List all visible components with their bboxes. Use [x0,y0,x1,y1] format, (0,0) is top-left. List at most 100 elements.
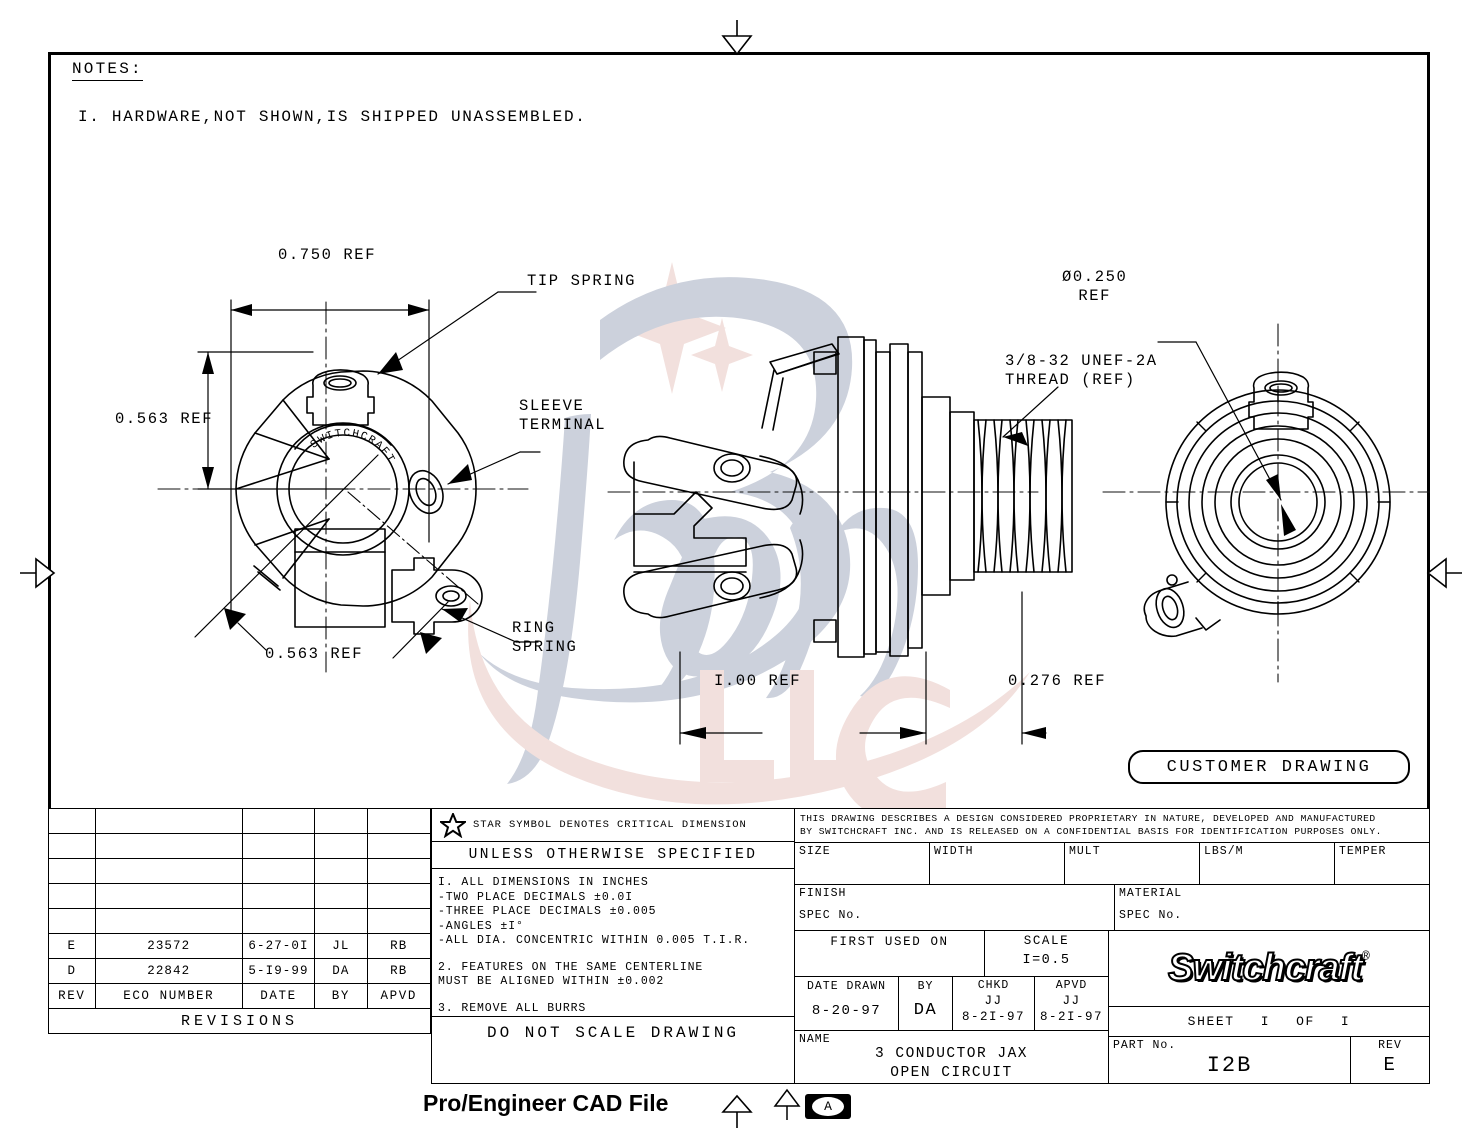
rev-cell-title: REV E [1351,1037,1429,1083]
apvd-cell: APVD JJ 8-2I-97 [1035,977,1109,1031]
notes-heading: NOTES: [72,60,143,81]
leader-tip-spring [377,291,537,375]
date-drawn-value: 8-20-97 [811,1003,882,1019]
mult-cell: MULT [1065,843,1200,885]
callout-tip-spring: TIP SPRING [527,272,637,290]
body-brand-text: SWITCHCRAFT [309,428,397,466]
note-1: I. HARDWARE,NOT SHOWN,IS SHIPPED UNASSEM… [78,108,587,126]
table-row [48,858,431,884]
table-row [48,908,431,934]
brand-registered-icon: ® [1362,949,1370,964]
dim-label-bore-dia: Ø0.250 REF [1062,268,1128,305]
chkd-cell: CHKD JJ 8-2I-97 [953,977,1035,1031]
finish-spec-label: SPEC No. [799,909,863,922]
revisions-table: E 23572 6-27-0I JL RB D 22842 5-I9-99 DA… [48,808,431,1034]
rev-label: REV [1378,1039,1402,1052]
brand-logo-cell: Switchcraft ® [1109,931,1429,1007]
cad-file-label: Pro/Engineer CAD File [423,1090,669,1116]
col-header-apvd: APVD [366,983,431,1009]
tolerance-line: -ALL DIA. CONCENTRIC WITHIN 0.005 T.I.R. [438,934,751,947]
dim-label-length: I.00 REF [714,672,802,690]
name-label: NAME [799,1033,831,1046]
title-block-right: THIS DRAWING DESCRIBES A DESIGN CONSIDER… [794,808,1430,1084]
finish-cell: FINISH SPEC No. [795,885,1115,931]
table-row [48,883,431,909]
scale-cell: SCALE I=0.5 [985,931,1109,977]
dim-0563-v [197,351,349,490]
title-block: E 23572 6-27-0I JL RB D 22842 5-I9-99 DA… [48,808,1430,1084]
tolerance-line: -ANGLES ±I° [438,919,524,933]
tolerance-block: STAR SYMBOL DENOTES CRITICAL DIMENSION U… [431,808,794,1084]
apvd-cell: RB [366,933,431,959]
finish-label: FINISH [799,887,847,900]
zone-indicator: A [805,1094,851,1119]
view-end-circular [1102,323,1430,683]
eco-cell: 22842 [94,958,243,984]
revisions-title: REVISIONS [48,1008,431,1034]
temper-label: TEMPER [1339,845,1387,858]
tolerance-line: -TWO PLACE DECIMALS ±0.0I [438,890,634,904]
dim-0563-diag [194,454,449,659]
tolerance-line: MUST BE ALIGNED WITHIN ±0.002 [438,975,665,988]
sheet-cell: SHEET I OF I [1109,1007,1429,1037]
dim-label-0563-diagonal: 0.563 REF [265,645,364,663]
do-not-scale-drawing: DO NOT SCALE DRAWING [432,1016,794,1049]
apvd-value: JJ 8-2I-97 [1039,994,1103,1024]
date-drawn-label: DATE DRAWN [806,980,886,993]
rev-cell: D [48,958,96,984]
date-cell: 6-27-0I [241,933,316,959]
svg-text:SWITCHCRAFT: SWITCHCRAFT [309,428,397,466]
proprietary-note-text: THIS DRAWING DESCRIBES A DESIGN CONSIDER… [800,813,1382,837]
name-value: 3 CONDUCTOR JAX OPEN CIRCUIT [874,1046,1029,1081]
tolerance-line: -THREE PLACE DECIMALS ±0.005 [438,905,657,918]
leader-bore-dia [1157,341,1296,536]
revisions-header-row: REV ECO NUMBER DATE BY APVD [48,983,431,1009]
proprietary-note-cell: THIS DRAWING DESCRIBES A DESIGN CONSIDER… [795,809,1429,843]
unless-otherwise-specified-heading: UNLESS OTHERWISE SPECIFIED [432,842,794,869]
brand-logo: Switchcraft [1167,946,1364,990]
material-spec-label: SPEC No. [1119,909,1183,922]
col-header-date: DATE [241,983,316,1009]
width-cell: WIDTH [930,843,1065,885]
temper-cell: TEMPER [1335,843,1429,885]
dim-label-thread-length: 0.276 REF [1008,672,1107,690]
by-cell: BY DA [899,977,953,1031]
by-value: DA [913,1001,938,1020]
width-label: WIDTH [934,845,974,858]
sheet-number: I [1260,1014,1271,1029]
rev-cell: E [48,933,96,959]
critical-dimension-note: STAR SYMBOL DENOTES CRITICAL DIMENSION [432,809,794,842]
size-cell: SIZE [795,843,930,885]
date-cell: 5-I9-99 [241,958,316,984]
tolerance-notes: I. ALL DIMENSIONS IN INCHES -TWO PLACE D… [432,869,794,1016]
lbsm-label: LBS/M [1204,845,1244,858]
material-cell: MATERIAL SPEC No. [1115,885,1429,931]
callout-thread: 3/8-32 UNEF-2A THREAD (REF) [1005,352,1158,389]
leader-thread [1002,386,1059,446]
datum-mark-right [1426,557,1462,589]
tolerance-line: 3. REMOVE ALL BURRS [438,1001,587,1015]
part-number-label: PART No. [1113,1039,1177,1052]
tolerance-line: I. ALL DIMENSIONS IN INCHES [438,876,649,889]
zone-letter: A [812,1097,844,1116]
dim-0750 [230,299,430,628]
tolerance-line [438,990,794,1002]
by-label: BY [917,980,934,993]
tolerance-line: 2. FEATURES ON THE SAME CENTERLINE [438,960,704,974]
lbsm-cell: LBS/M [1200,843,1335,885]
chkd-label: CHKD [977,979,1010,992]
table-row-rev-d: D 22842 5-I9-99 DA RB [48,958,431,984]
scale-value: I=0.5 [1022,953,1071,968]
customer-drawing-stamp: CUSTOMER DRAWING [1128,750,1410,784]
apvd-cell: RB [366,958,431,984]
part-number-cell: PART No. I2B [1109,1037,1351,1083]
part-number-value: I2B [1206,1053,1253,1078]
table-row [48,808,431,834]
tolerance-line [438,949,794,961]
dim-label-0750: 0.750 REF [278,246,377,264]
table-row-rev-e: E 23572 6-27-0I JL RB [48,933,431,959]
dim-length [679,591,1047,745]
revisions-title-row: REVISIONS [48,1008,431,1034]
name-cell: NAME 3 CONDUCTOR JAX OPEN CIRCUIT [795,1031,1109,1083]
datum-mark-top [721,20,753,56]
